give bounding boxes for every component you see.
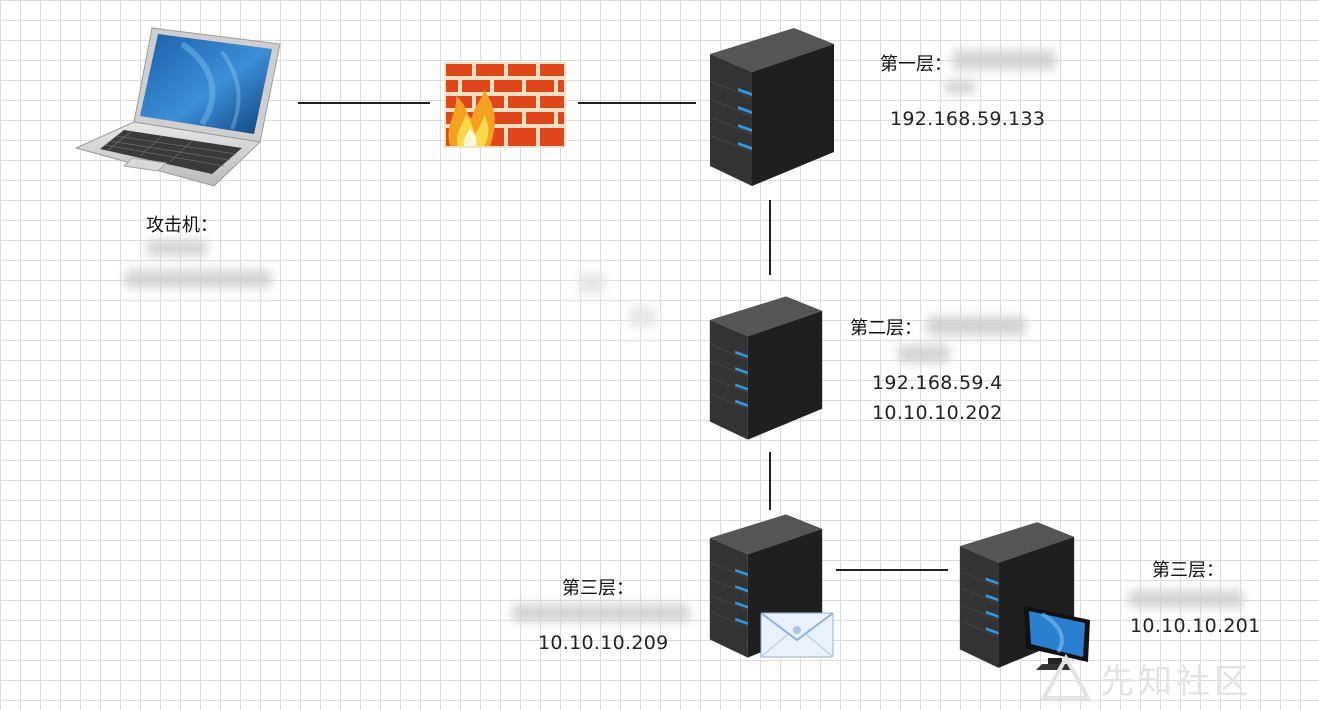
redacted-text [512,604,690,622]
layer2-ip-external: 192.168.59.4 [872,372,1003,394]
watermark-text: 先知社区 [1100,662,1252,702]
link-layer3-layer3 [836,569,948,571]
redacted-text [1128,590,1244,608]
server-icon [710,28,834,186]
layer3-mail-label: 第三层： [562,578,634,599]
link-layer2-layer3 [769,452,771,510]
redacted-text [944,80,976,94]
layer3-mail-ip: 10.10.10.209 [538,632,669,654]
layer1-label: 第一层： [880,54,952,75]
redacted-text [926,316,1026,336]
watermark-logo-icon [1040,654,1092,700]
redacted-text [146,240,208,256]
mail-icon [760,612,834,658]
monitor-icon [1024,606,1090,670]
firewall-icon [444,62,566,148]
redacted-text [124,270,272,288]
redacted-text [628,306,656,328]
layer2-label: 第二层： [850,318,922,339]
laptop-icon [74,27,281,187]
link-layer1-layer2 [769,200,771,275]
layer3-web-ip: 10.10.10.201 [1130,615,1261,637]
redacted-text [952,50,1056,70]
redacted-text [578,272,606,294]
layer1-ip: 192.168.59.133 [890,108,1046,130]
link-firewall-layer1 [578,102,696,104]
server-icon [709,296,823,440]
layer3-web-label: 第三层： [1152,560,1224,581]
attacker-label: 攻击机： [146,215,218,236]
redacted-text [898,345,950,363]
layer2-ip-internal: 10.10.10.202 [872,402,1003,424]
link-attacker-firewall [298,102,430,104]
